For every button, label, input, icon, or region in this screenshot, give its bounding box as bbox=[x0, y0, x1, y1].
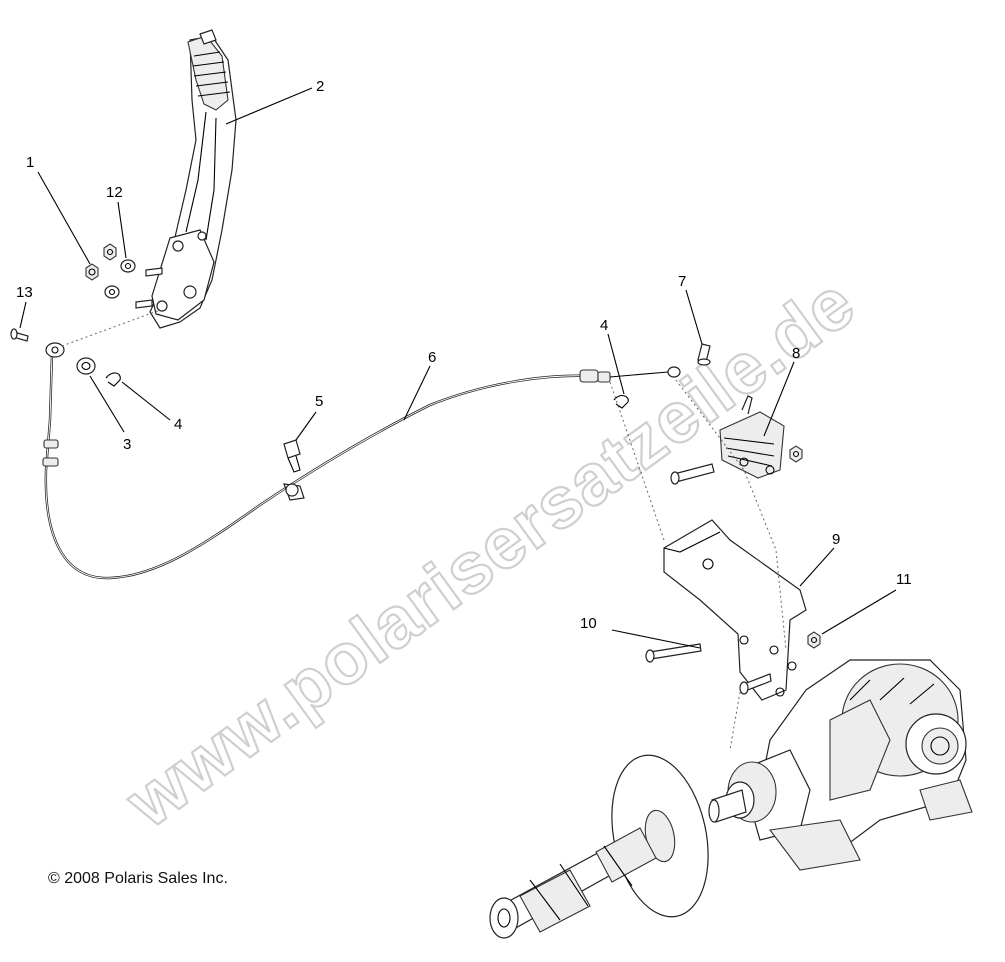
callout-13: 13 bbox=[16, 284, 33, 301]
hand-brake-lever bbox=[135, 29, 237, 329]
callout-10: 10 bbox=[580, 615, 597, 632]
pin-7 bbox=[697, 343, 711, 366]
watermark: www.polarisersatzeile.de bbox=[112, 262, 870, 843]
callout-11: 11 bbox=[896, 571, 912, 588]
nut-1 bbox=[85, 263, 99, 281]
gearcase bbox=[708, 659, 973, 871]
bolt-10 bbox=[645, 643, 772, 695]
assembly-lines bbox=[61, 309, 787, 751]
callout-labels: 1 12 2 13 3 4 5 6 4 7 8 9 10 11 bbox=[16, 78, 912, 632]
callout-8: 8 bbox=[792, 345, 800, 362]
bolt-5 bbox=[283, 439, 301, 473]
callout-4-left: 4 bbox=[174, 416, 182, 433]
clip-4-right bbox=[613, 394, 629, 409]
nut-11 bbox=[807, 631, 821, 649]
callout-2: 2 bbox=[316, 78, 324, 95]
callout-4-right: 4 bbox=[600, 317, 608, 334]
callout-1: 1 bbox=[26, 154, 34, 171]
leader-lines bbox=[19, 87, 897, 649]
callout-7: 7 bbox=[678, 273, 686, 290]
callout-5: 5 bbox=[315, 393, 323, 410]
clip-4-left bbox=[105, 372, 121, 387]
callout-12: 12 bbox=[106, 184, 123, 201]
pin-13 bbox=[10, 328, 29, 342]
callout-3: 3 bbox=[123, 436, 131, 453]
brake-disc-and-driveshaft bbox=[489, 754, 709, 939]
washer-3 bbox=[76, 357, 96, 375]
washer-12 bbox=[103, 243, 136, 299]
brake-cable bbox=[42, 342, 681, 580]
callout-9: 9 bbox=[832, 531, 840, 548]
copyright-notice: © 2008 Polaris Sales Inc. bbox=[48, 870, 228, 887]
brake-caliper-8 bbox=[670, 395, 803, 485]
callout-6: 6 bbox=[428, 349, 436, 366]
bracket-9 bbox=[663, 519, 807, 701]
